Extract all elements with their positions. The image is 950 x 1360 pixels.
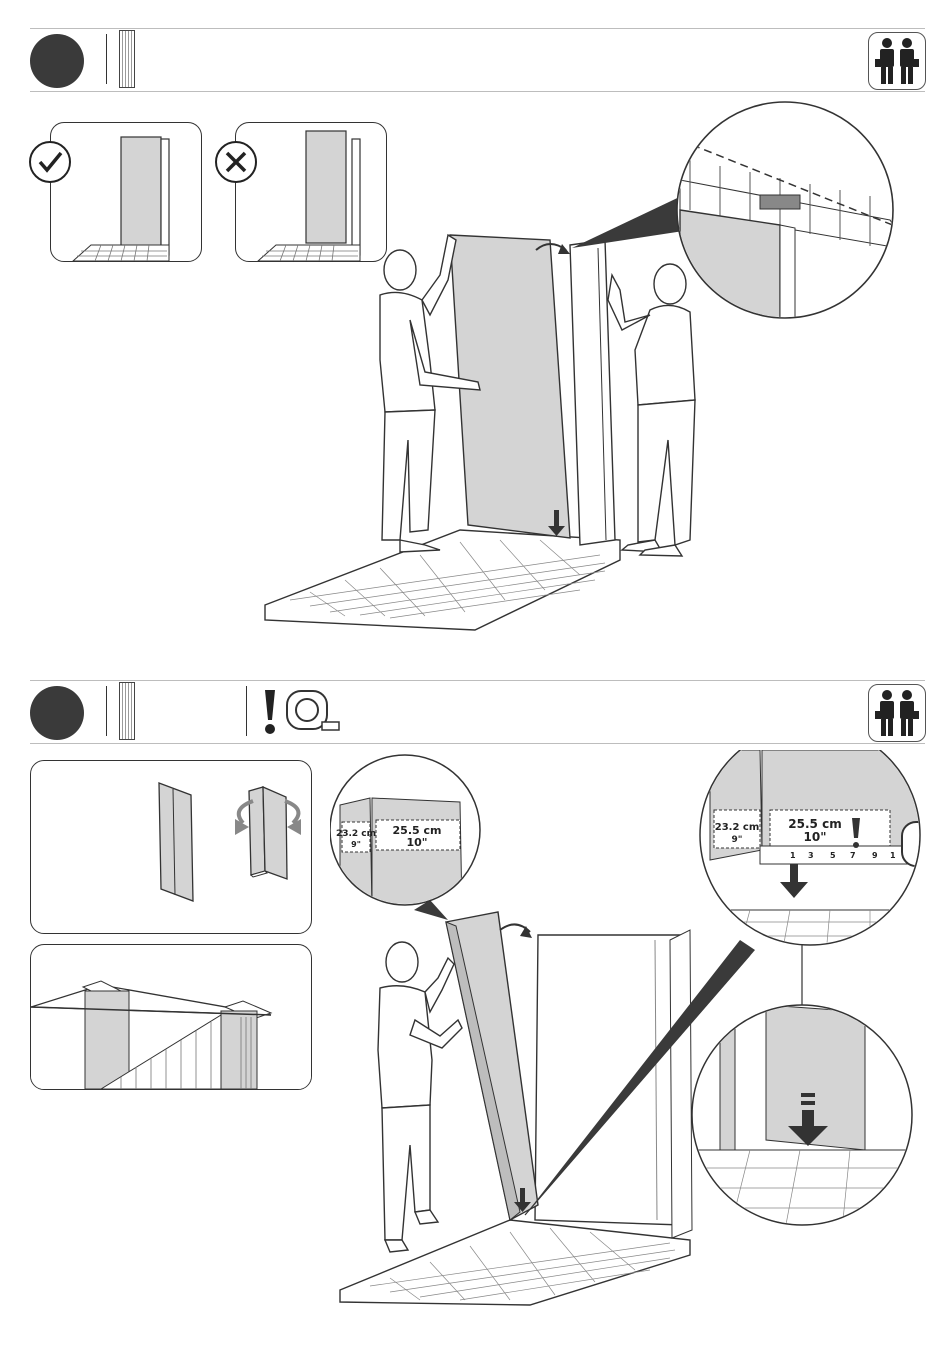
step-number-dot	[30, 34, 84, 88]
divider	[106, 34, 107, 84]
two-people-icon	[868, 32, 926, 90]
header-rule-bottom	[30, 91, 925, 92]
check-icon	[28, 140, 72, 184]
tape-tick: 7	[850, 851, 856, 860]
step-a-illustration	[250, 100, 930, 640]
measure-right-cm-2: 25.5 cm	[788, 817, 841, 831]
step-number-dot-2	[30, 686, 84, 740]
tape-measure-icon	[284, 688, 342, 736]
two-people-icon	[868, 684, 926, 742]
measure-right-in-2: 10"	[804, 830, 827, 844]
tape-tick: 1	[790, 851, 796, 860]
divider-3	[246, 686, 247, 736]
header-rule-top-2	[30, 680, 925, 681]
measure-left-cm-2: 23.2 cm	[715, 822, 760, 833]
panel-thumb-icon	[119, 30, 135, 88]
panel-thumb-icon	[119, 682, 135, 740]
step-b-illustration: 23.2 cm 9" 25.5 cm 10" 23.2 cm 9" 25.5	[330, 750, 930, 1310]
tape-tick: 9	[872, 851, 878, 860]
header-rule-top	[30, 28, 925, 29]
tape-tick: 5	[830, 851, 836, 860]
tape-tick: 1	[890, 851, 896, 860]
correct-example-box	[50, 122, 202, 262]
profile-detail-box	[30, 944, 312, 1090]
measure-left-in-2: 9"	[732, 835, 743, 845]
header-rule-bottom-2	[30, 743, 925, 744]
divider-2	[106, 686, 107, 736]
measure-right-in: 10"	[406, 836, 427, 849]
measure-left-in: 9"	[351, 840, 361, 849]
rotate-panel-box	[30, 760, 312, 934]
tape-tick: 3	[808, 851, 814, 860]
exclamation-icon	[262, 688, 278, 736]
measure-left-cm: 23.2 cm	[336, 829, 376, 839]
